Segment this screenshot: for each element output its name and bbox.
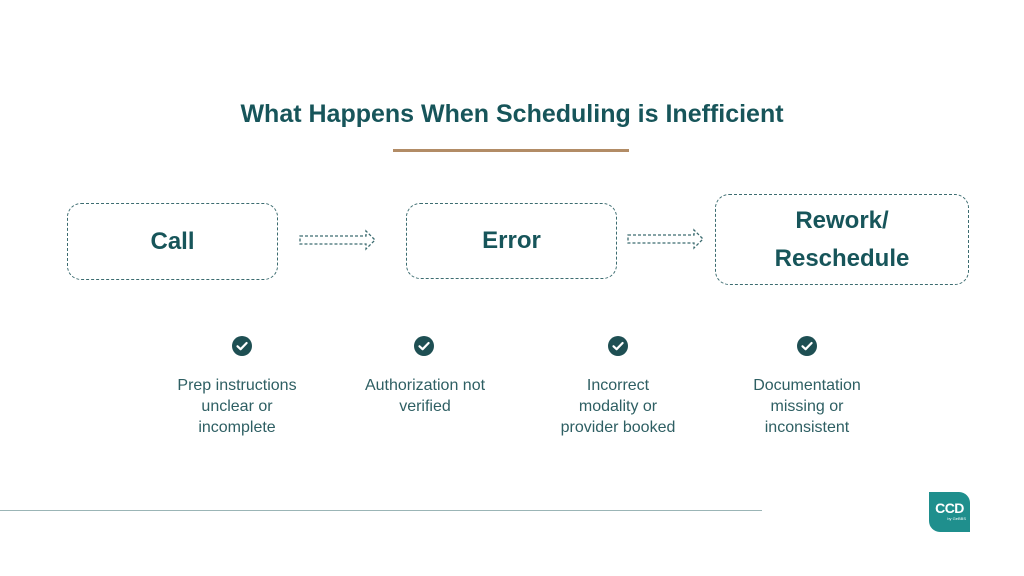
issue-line: missing or <box>770 398 844 415</box>
check-circle-icon <box>232 336 252 356</box>
check-circle-icon <box>608 336 628 356</box>
title-underline <box>393 149 629 152</box>
footer-divider <box>0 510 762 511</box>
logo-text: CCD <box>935 500 964 516</box>
issue-line: Prep instructions <box>177 377 297 394</box>
issue-line: modality or <box>578 398 658 415</box>
check-circle-icon <box>797 336 817 356</box>
flow-step-error: Error <box>406 203 617 279</box>
issue-line: Documentation <box>753 377 861 394</box>
issue-line: inconsistent <box>764 419 850 436</box>
ccd-logo: CCD by GeBBS <box>929 492 970 532</box>
flow-step-rework-label-line2: Reschedule <box>774 244 910 272</box>
flow-step-call: Call <box>67 203 278 280</box>
flow-step-call-label: Call <box>150 227 195 255</box>
issue-line: Incorrect <box>586 377 650 394</box>
issue-line: provider booked <box>560 419 676 436</box>
issue-line: verified <box>399 398 451 415</box>
issue-incorrect-modality: Incorrect modality or provider booked <box>538 375 698 438</box>
dashed-right-arrow-icon <box>299 229 376 251</box>
logo-subtext: by GeBBS <box>947 516 966 521</box>
issue-documentation: Documentation missing or inconsistent <box>727 375 887 438</box>
issue-line: incomplete <box>198 419 276 436</box>
flow-step-rework-label-line1: Rework/ <box>795 206 889 234</box>
flow-step-error-label: Error <box>482 227 541 254</box>
page-title: What Happens When Scheduling is Ineffici… <box>240 100 784 128</box>
check-circle-icon <box>414 336 434 356</box>
issue-authorization: Authorization not verified <box>345 375 505 417</box>
issue-prep-instructions: Prep instructions unclear or incomplete <box>157 375 317 438</box>
dashed-right-arrow-icon <box>627 228 704 250</box>
flow-step-rework: Rework/ Reschedule <box>715 194 969 285</box>
issue-line: unclear or <box>201 398 273 415</box>
issue-line: Authorization not <box>364 377 486 394</box>
